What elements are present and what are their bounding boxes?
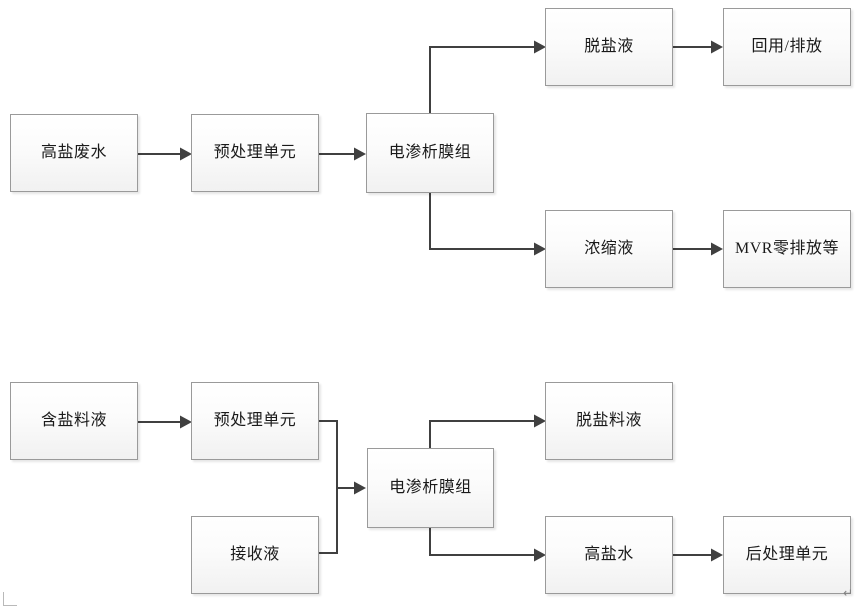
node-concentrate[interactable]: 浓缩液	[545, 210, 673, 288]
node-label: 接收液	[230, 546, 280, 564]
paragraph-mark: ↵	[843, 586, 854, 600]
connector-pretreatment-bottom-to-ed-stack-bottom	[318, 414, 376, 495]
connector-feed-to-pretreatment-bottom	[138, 406, 194, 438]
node-pretreatment-unit-top[interactable]: 预处理单元	[191, 114, 319, 192]
node-label: 高盐废水	[40, 144, 107, 162]
connector-ed-stack-top-to-concentrate	[424, 186, 552, 264]
node-reuse-discharge[interactable]: 回用/排放	[723, 8, 851, 86]
node-label: 预处理单元	[213, 144, 297, 162]
node-label: 回用/排放	[751, 38, 823, 56]
page-margin-corner-mark	[3, 592, 17, 606]
connector-ed-stack-top-to-desalted-liquid	[424, 40, 552, 118]
connector-wastewater-to-pretreatment	[138, 138, 194, 170]
connector-ed-stack-bottom-to-desalted-feed-liquid	[424, 414, 552, 456]
node-label: 脱盐料液	[575, 412, 642, 430]
connector-pretreatment-to-ed-stack-top	[318, 138, 370, 170]
node-receiving-liquid[interactable]: 接收液	[191, 516, 319, 594]
node-label: 后处理单元	[745, 546, 829, 564]
node-label: 浓缩液	[584, 240, 634, 258]
node-label: 预处理单元	[213, 412, 297, 430]
node-post-treatment-unit[interactable]: 后处理单元	[723, 516, 851, 594]
node-mvr-zero-discharge[interactable]: MVR零排放等	[723, 210, 851, 288]
node-high-salt-water[interactable]: 高盐水	[545, 516, 673, 594]
node-label: 电渗析膜组	[388, 144, 472, 162]
connector-ed-stack-bottom-to-high-salt-water	[424, 521, 552, 567]
connector-high-salt-water-to-post-treatment	[673, 539, 727, 571]
connector-receiving-liquid-to-ed-stack-bottom	[318, 488, 376, 560]
node-label: 电渗析膜组	[389, 479, 472, 497]
connector-desalted-liquid-to-reuse-discharge	[673, 31, 727, 63]
node-label: 高盐水	[584, 546, 634, 564]
node-high-salt-wastewater[interactable]: 高盐废水	[10, 114, 138, 192]
node-label: 脱盐液	[584, 38, 634, 56]
node-label: MVR零排放等	[735, 240, 839, 258]
node-salt-containing-feed[interactable]: 含盐料液	[10, 382, 138, 460]
node-desalted-liquid[interactable]: 脱盐液	[545, 8, 673, 86]
node-desalted-feed-liquid[interactable]: 脱盐料液	[545, 382, 673, 460]
node-label: 含盐料液	[40, 412, 107, 430]
connector-concentrate-to-mvr	[673, 233, 727, 265]
node-ed-membrane-stack-bottom[interactable]: 电渗析膜组	[367, 448, 494, 528]
node-ed-membrane-stack-top[interactable]: 电渗析膜组	[366, 113, 494, 193]
node-pretreatment-unit-bottom[interactable]: 预处理单元	[191, 382, 319, 460]
